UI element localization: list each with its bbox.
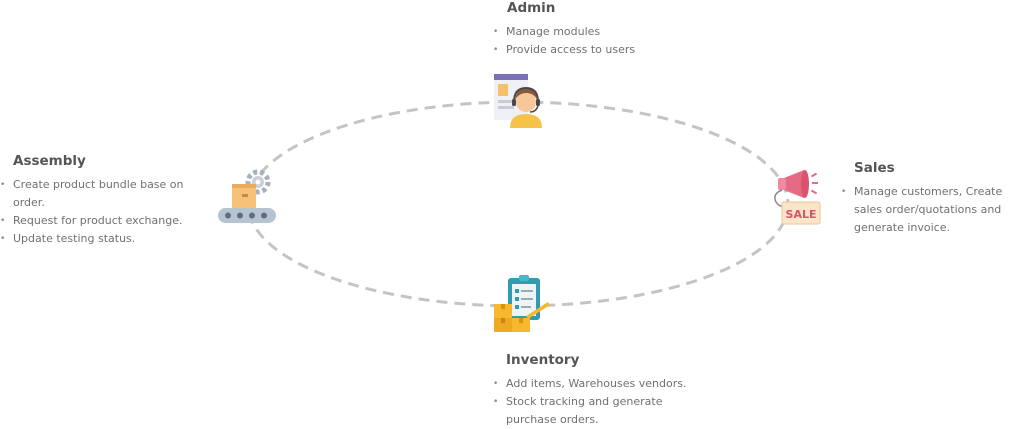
sales-title: Sales xyxy=(854,160,895,176)
inventory-bullet-2: Stock tracking and generate purchase ord… xyxy=(493,393,696,429)
sales-bullets: Manage customers, Create sales order/quo… xyxy=(841,183,1014,237)
admin-node: Admin Manage modules Provide access to u… xyxy=(493,0,674,59)
admin-bullet-2: Provide access to users xyxy=(493,41,674,59)
admin-bullet-1: Manage modules xyxy=(493,23,674,41)
inventory-clipboard-icon xyxy=(492,274,552,338)
inventory-bullets: Add items, Warehouses vendors. Stock tra… xyxy=(493,375,724,429)
inventory-node: Inventory Add items, Warehouses vendors.… xyxy=(493,352,724,429)
assembly-bullets: Create product bundle base on order. Req… xyxy=(0,176,211,248)
assembly-title: Assembly xyxy=(13,153,86,169)
admin-title: Admin xyxy=(507,0,556,16)
assembly-node: Assembly Create product bundle base on o… xyxy=(0,153,211,248)
admin-bullets: Manage modules Provide access to users xyxy=(493,23,674,59)
assembly-bullet-2: Request for product exchange. xyxy=(0,212,211,230)
assembly-bullet-3: Update testing status. xyxy=(0,230,211,248)
sales-bullet-1: Manage customers, Create sales order/quo… xyxy=(841,183,1014,237)
inventory-bullet-1: Add items, Warehouses vendors. xyxy=(493,375,724,393)
assembly-conveyor-icon xyxy=(216,166,278,232)
sales-node: Sales Manage customers, Create sales ord… xyxy=(841,160,1014,237)
sale-megaphone-icon: SALE xyxy=(768,164,826,232)
admin-support-icon xyxy=(490,72,548,134)
inventory-title: Inventory xyxy=(506,352,580,368)
sale-tag-text: SALE xyxy=(786,208,817,221)
assembly-bullet-1: Create product bundle base on order. xyxy=(0,176,193,212)
